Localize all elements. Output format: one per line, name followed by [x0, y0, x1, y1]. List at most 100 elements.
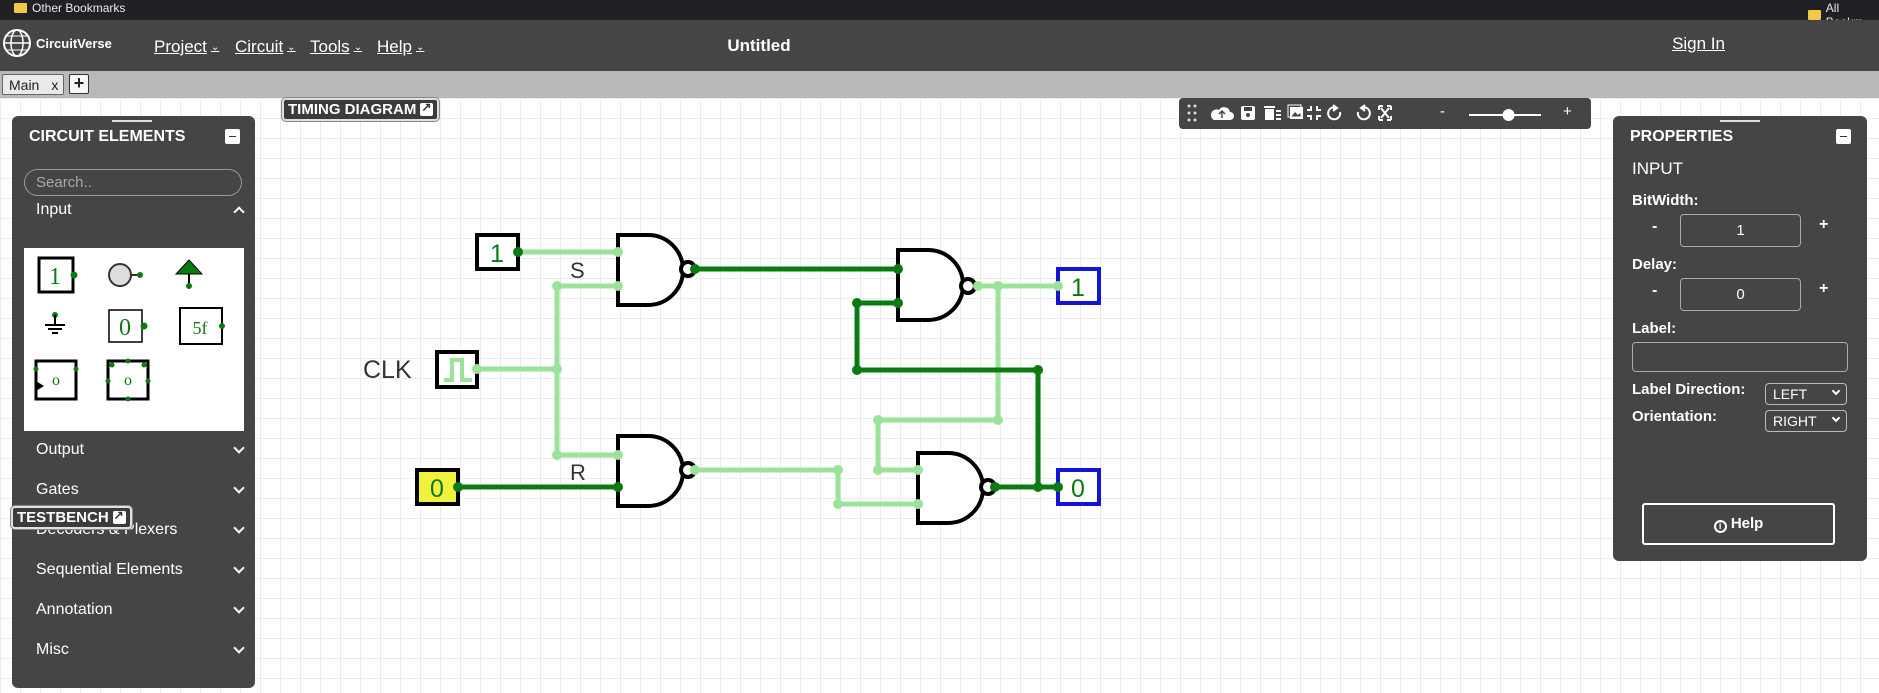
category-sequential-elements[interactable]: Sequential Elements [36, 561, 251, 579]
zoom-slider[interactable] [1469, 109, 1541, 121]
bookmark-other-label: Other Bookmarks [32, 1, 126, 15]
undo-icon[interactable] [1327, 104, 1342, 121]
delay-input[interactable]: 0 [1680, 278, 1801, 311]
chevron-down-icon [1831, 386, 1841, 396]
minimize-button[interactable] [1836, 129, 1851, 144]
folder-icon [1808, 10, 1821, 20]
input-s-value: 1 [490, 240, 504, 268]
button-element-icon[interactable] [108, 263, 143, 287]
category-misc[interactable]: Misc [36, 641, 251, 659]
hex-input-icon[interactable]: 5f [179, 307, 225, 345]
bookmark-other[interactable]: Other Bookmarks [14, 1, 125, 15]
panel-title: CIRCUIT ELEMENTS [29, 128, 186, 145]
hex-input-text: 5f [193, 318, 208, 338]
drag-grip-icon[interactable] [112, 120, 152, 122]
bitwidth-decrement[interactable]: - [1652, 218, 1658, 235]
minimize-button[interactable] [225, 129, 240, 144]
image-export-icon[interactable] [1287, 104, 1303, 119]
close-icon[interactable]: x [51, 76, 59, 93]
fullscreen-icon[interactable] [1378, 105, 1392, 121]
bookmarks-bar: Other Bookmarks All Bookm [0, 0, 1879, 29]
output-q-value: 1 [1071, 274, 1085, 302]
fit-screen-icon[interactable] [1307, 106, 1321, 120]
zoom-slider-thumb[interactable] [1502, 109, 1515, 121]
const-one-icon[interactable]: 1 [37, 256, 78, 294]
label-field-label: Label: [1632, 320, 1677, 337]
nand-gate-top-right[interactable] [896, 248, 977, 322]
properties-panel: PROPERTIES INPUT BitWidth: - 1 + Delay: … [1613, 116, 1867, 561]
sign-in-link[interactable]: Sign In [1672, 34, 1725, 53]
globe-logo-icon [3, 29, 31, 57]
bitwidth-input[interactable]: 1 [1680, 214, 1801, 247]
canvas-toolbar: - + [1179, 98, 1591, 129]
circuit-diagram: S R CLK 1 0 1 0 [363, 233, 1101, 525]
category-output[interactable]: Output [36, 441, 251, 459]
cloud-upload-icon[interactable] [1210, 107, 1234, 120]
drag-handle-icon[interactable] [1187, 104, 1197, 122]
category-input-label: Input [36, 201, 72, 218]
chevron-down-icon: ⌄ [415, 41, 425, 53]
chevron-up-icon [233, 206, 245, 218]
element-type: INPUT [1632, 159, 1683, 178]
timing-diagram-button[interactable]: TIMING DIAGRAM [282, 98, 440, 121]
circuit-canvas[interactable]: S R CLK 1 0 1 0 TIMING DIAGRAM [0, 98, 1879, 693]
panel-title: PROPERTIES [1630, 128, 1734, 145]
bitwidth-label: BitWidth: [1632, 192, 1699, 209]
top-navbar: CircuitVerse Project⌄ Circuit⌄ Tools⌄ He… [0, 20, 1879, 71]
zoom-in-button[interactable]: + [1563, 103, 1572, 120]
chevron-down-icon [233, 442, 245, 454]
menu-circuit[interactable]: Circuit⌄ [235, 37, 296, 57]
orientation-select[interactable]: RIGHT [1765, 410, 1847, 432]
delete-icon[interactable] [1264, 106, 1281, 120]
input-s[interactable]: 1 [475, 233, 523, 271]
label-direction-select[interactable]: LEFT [1765, 383, 1847, 405]
output-qbar[interactable]: 0 [1053, 468, 1101, 506]
save-icon[interactable] [1241, 106, 1255, 120]
input-r[interactable]: 0 [415, 468, 463, 506]
nand-gate-bottom-right[interactable] [916, 451, 997, 525]
folder-icon [14, 3, 27, 13]
info-icon: i [1713, 520, 1727, 533]
logo[interactable]: CircuitVerse [2, 28, 112, 58]
const-zero-icon[interactable]: 0 [108, 309, 148, 343]
tab-main[interactable]: Main x [2, 74, 64, 95]
gate-pins [613, 247, 1000, 509]
delay-decrement[interactable]: - [1652, 282, 1658, 299]
redo-icon[interactable] [1356, 104, 1371, 121]
input-r-value: 0 [430, 475, 444, 503]
delay-label: Delay: [1632, 256, 1678, 273]
menu-tools[interactable]: Tools⌄ [310, 37, 362, 57]
testbench-button[interactable]: TESTBENCH [11, 506, 132, 529]
bitwidth-increment[interactable]: + [1819, 216, 1829, 233]
menu-help[interactable]: Help⌄ [377, 37, 424, 57]
nand-gate-bottom-left[interactable] [616, 434, 697, 508]
category-gates[interactable]: Gates [36, 481, 251, 499]
category-gates-label: Gates [36, 481, 79, 498]
label-r: R [570, 460, 586, 485]
menu-tools-label: Tools [310, 37, 350, 56]
input-elements-grid: 1 [24, 248, 244, 431]
timing-diagram-label: TIMING DIAGRAM [288, 101, 417, 118]
category-input[interactable]: Input [36, 201, 251, 219]
nand-gate-top-left[interactable] [616, 233, 697, 307]
help-button[interactable]: i Help [1642, 503, 1835, 545]
toolbar-icons [1187, 104, 1541, 122]
search-input[interactable]: Search.. [24, 169, 242, 196]
chevron-down-icon [1831, 413, 1841, 423]
menu-project[interactable]: Project⌄ [154, 37, 219, 57]
project-title[interactable]: Untitled [727, 36, 791, 55]
zoom-out-button[interactable]: - [1440, 103, 1445, 120]
output-q[interactable]: 1 [1053, 267, 1101, 305]
rom-input-icon-a[interactable]: o [33, 359, 79, 401]
rom-input-icon-b[interactable]: o [105, 358, 151, 402]
power-icon[interactable] [174, 259, 204, 289]
add-tab-button[interactable]: + [69, 74, 89, 94]
category-misc-label: Misc [36, 641, 69, 658]
drag-grip-icon[interactable] [1720, 120, 1760, 122]
category-annotation[interactable]: Annotation [36, 601, 251, 619]
delay-increment[interactable]: + [1819, 280, 1829, 297]
clock-input[interactable] [435, 350, 482, 389]
chevron-down-icon: ⌄ [210, 41, 220, 53]
ground-icon[interactable] [45, 312, 65, 334]
label-input[interactable] [1632, 342, 1848, 372]
